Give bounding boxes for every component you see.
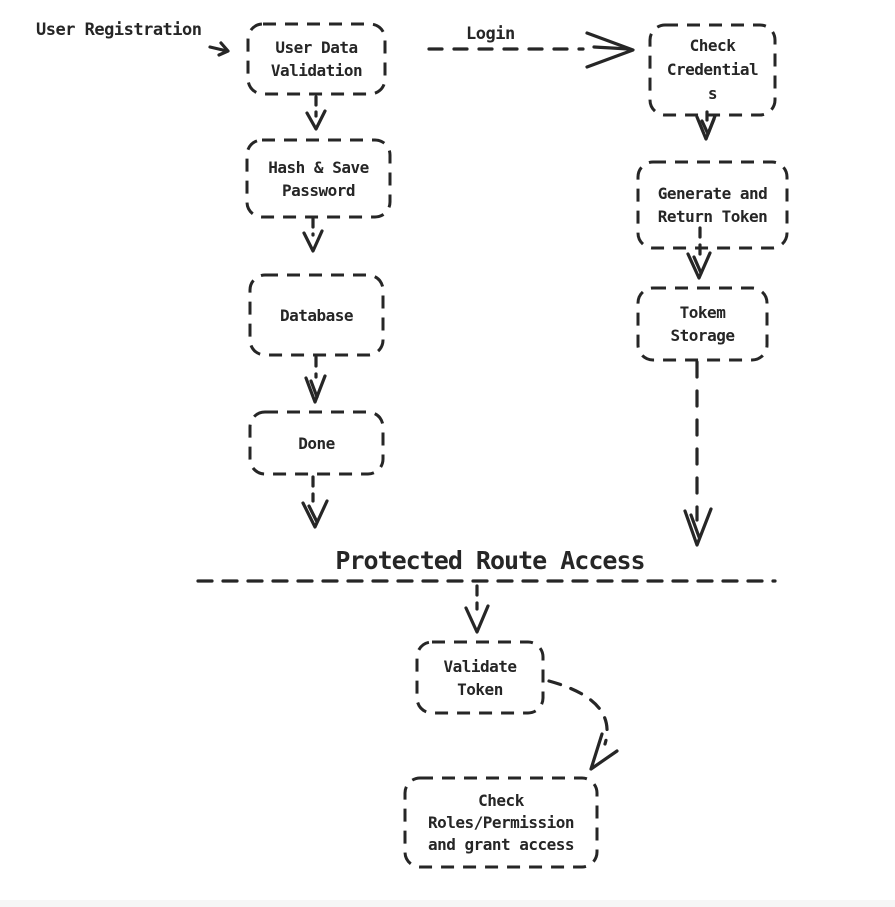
edge-udv-down-arrow: [305, 95, 327, 131]
node-label: User Data Validation: [270, 38, 363, 80]
node-label: Done: [298, 433, 335, 453]
edge-validate-to-roles-arrow: [547, 679, 619, 771]
node-box-token-storage: [636, 286, 769, 362]
edge-cc-down-arrow: [695, 110, 717, 141]
node-validate-token: Validate Token: [417, 642, 543, 713]
edge-database-down-arrow: [304, 355, 327, 404]
node-database: Database: [250, 275, 383, 355]
node-check-credentials: Check Credential s: [650, 25, 775, 115]
node-label: Database: [279, 305, 354, 325]
node-user-data-validation: User Data Validation: [248, 24, 385, 94]
node-hash-save-password: Hash & Save Password: [247, 140, 390, 217]
edge-generate-down-arrow: [686, 226, 712, 280]
node-label: Validate Token: [443, 656, 517, 699]
node-generate-return-token: Generate and Return Token: [638, 162, 787, 248]
node-box-validate-token: [415, 640, 545, 715]
node-label: Check Credential s: [666, 36, 759, 103]
edge-user-registration-arrow: [208, 41, 230, 57]
edge-done-down-arrow: [301, 475, 329, 529]
node-check-roles-permission: Check Roles/Permission and grant access: [405, 778, 597, 867]
node-token-storage: Tokem Storage: [638, 288, 767, 360]
node-box-hash-save-password: [245, 138, 392, 219]
user-registration-label: User Registration: [36, 20, 202, 40]
edge-login-arrow: [427, 31, 635, 69]
edge-hash-down-arrow: [302, 217, 324, 253]
node-label: Check Roles/Permission and grant access: [427, 790, 575, 854]
node-box-done: [248, 410, 385, 476]
protected-route-access-title: Protected Route Access: [335, 546, 645, 575]
node-label: Tokem Storage: [670, 303, 735, 345]
node-label: Generate and Return Token: [657, 184, 768, 226]
edge-token-storage-down-arrow: [683, 360, 713, 547]
node-box-user-data-validation: [246, 22, 387, 96]
bottom-edge-strip: [0, 900, 895, 907]
node-done: Done: [250, 412, 383, 474]
edge-divider-down-arrow: [464, 584, 490, 634]
node-label: Hash & Save Password: [268, 157, 369, 200]
node-box-database: [248, 273, 385, 357]
login-edge-label: Login: [466, 24, 515, 44]
node-box-check-credentials: [648, 23, 777, 117]
